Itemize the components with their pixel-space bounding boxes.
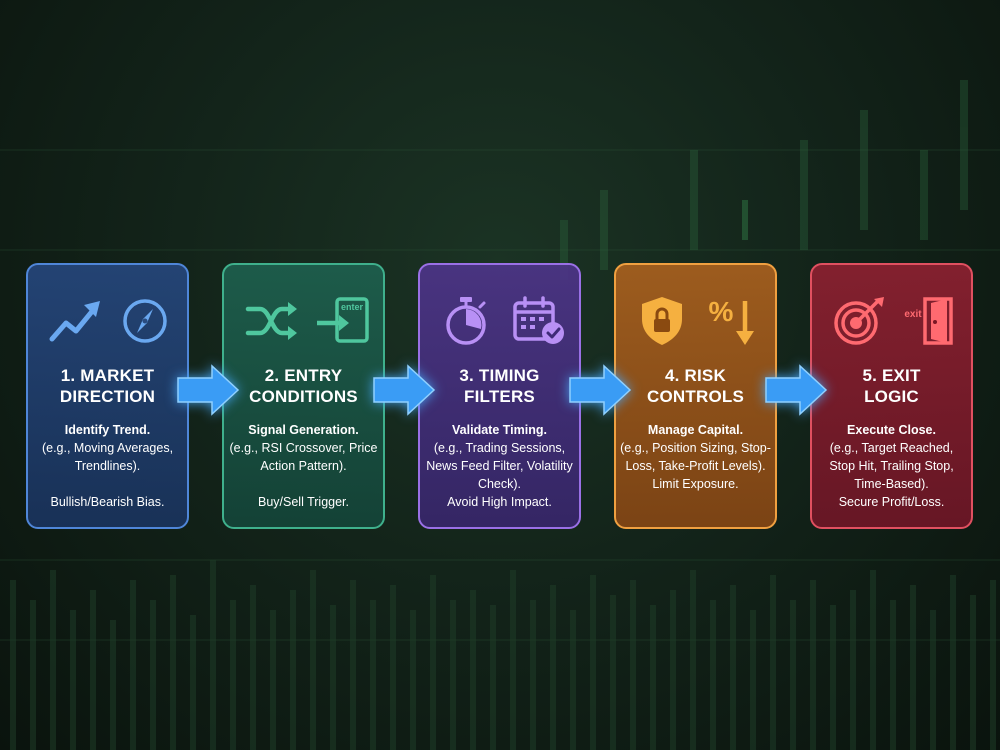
step-card-entry-conditions: enter 2. ENTRY CONDITIONS Signal Generat… xyxy=(222,263,385,529)
exit-door-icon: exit xyxy=(904,297,953,345)
step-card-risk-controls: % 4. RISK CONTROLS Manage Capital. (e.g.… xyxy=(614,263,777,529)
flow-arrow-1-to-2 xyxy=(176,363,240,417)
step-title-line2: LOGIC xyxy=(864,387,919,406)
step-description: (e.g., Position Sizing, Stop-Loss, Take-… xyxy=(620,441,771,473)
step-title-line2: DIRECTION xyxy=(59,387,156,406)
step-card-exit-logic: exit 5. EXIT LOGIC Execute Close. (e.g.,… xyxy=(810,263,973,529)
flow-arrow-3-to-4 xyxy=(568,363,632,417)
step-heading: Identify Trend. xyxy=(64,423,151,437)
step-footer: Secure Profit/Loss. xyxy=(838,495,945,509)
step-title-line1: 3. TIMING xyxy=(459,366,540,385)
step-description: (e.g., RSI Crossover, Price Action Patte… xyxy=(229,441,378,473)
shuffle-icon xyxy=(245,302,297,340)
step-title-line1: 1. MARKET xyxy=(60,366,155,385)
step-title-line2: CONTROLS xyxy=(647,387,744,406)
step-heading: Signal Generation. xyxy=(248,423,359,437)
step-heading: Validate Timing. xyxy=(452,423,547,437)
flow-arrow-2-to-3 xyxy=(372,363,436,417)
step-title-line2: FILTERS xyxy=(464,387,535,406)
step-footer: Bullish/Bearish Bias. xyxy=(50,495,165,509)
compass-icon xyxy=(123,299,167,343)
step-description: (e.g., Trading Sessions, News Feed Filte… xyxy=(426,441,573,491)
step-card-timing-filters: 3. TIMING FILTERS Validate Timing. (e.g.… xyxy=(418,263,581,529)
step-footer: Avoid High Impact. xyxy=(447,495,552,509)
step-title-line1: 4. RISK xyxy=(665,366,726,385)
step-description: (e.g., Moving Averages, Trendlines). xyxy=(41,441,174,473)
shield-lock-icon xyxy=(642,297,682,345)
step-title-line1: 2. ENTRY xyxy=(264,366,343,385)
step-title-line1: 5. EXIT xyxy=(862,366,921,385)
step-heading: Execute Close. xyxy=(847,423,936,437)
step-footer: Buy/Sell Trigger. xyxy=(257,495,349,509)
flow-arrow-4-to-5 xyxy=(764,363,828,417)
calendar-check-icon xyxy=(513,296,564,344)
step-description: (e.g., Target Reached, Stop Hit, Trailin… xyxy=(829,441,954,491)
step-title-line2: CONDITIONS xyxy=(249,387,358,406)
step-heading: Manage Capital. xyxy=(647,423,744,437)
stopwatch-icon xyxy=(446,297,486,345)
trend-up-icon xyxy=(49,301,100,342)
step-card-market-direction: 1. MARKET DIRECTION Identify Trend. (e.g… xyxy=(26,263,189,529)
enter-icon: enter xyxy=(317,297,369,343)
target-icon xyxy=(834,297,884,345)
percent-icon-label: % xyxy=(709,296,734,327)
enter-icon-label: enter xyxy=(341,302,364,312)
exit-icon-label: exit xyxy=(904,309,922,320)
step-footer: Limit Exposure. xyxy=(652,477,739,491)
percent-down-icon: % xyxy=(709,296,754,345)
